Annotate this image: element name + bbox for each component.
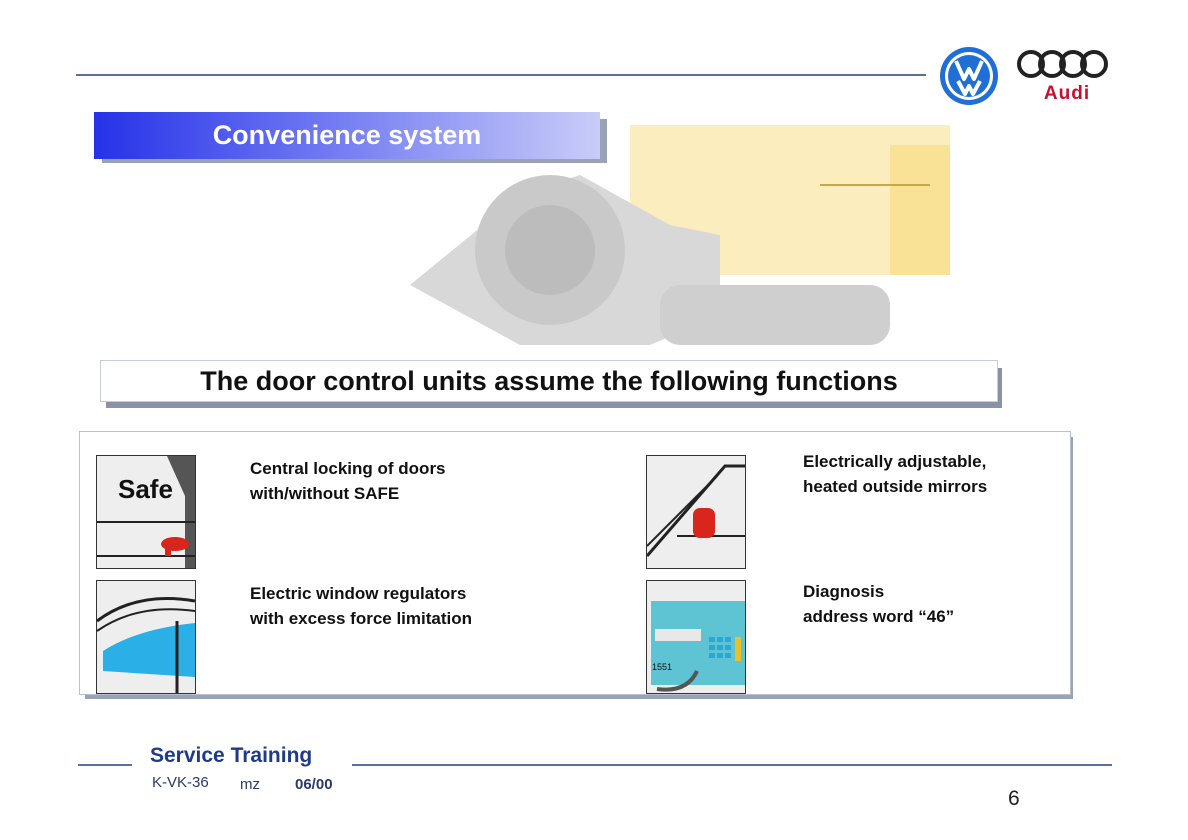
function-label-central-locking: Central locking of doors with/without SA… xyxy=(250,456,550,506)
function-label-line: Central locking of doors xyxy=(250,459,446,478)
function-label-line: heated outside mirrors xyxy=(803,477,988,496)
function-label-line: Diagnosis xyxy=(803,582,885,601)
functions-panel xyxy=(79,431,1071,695)
footer-rule-right xyxy=(352,764,1112,766)
tester-model-text: 1551 xyxy=(652,662,673,672)
safe-text: Safe xyxy=(118,474,173,504)
audi-rings-icon xyxy=(1017,50,1108,78)
diagnostic-tester-icon xyxy=(646,580,746,694)
function-label-line: Electrically adjustable, xyxy=(803,452,987,471)
footer-author: mz xyxy=(240,776,260,793)
regulator-motor-illustration xyxy=(410,125,950,345)
footer-code: K-VK-36 xyxy=(152,774,209,791)
slide-title: Convenience system xyxy=(94,112,600,159)
function-label-line: Electric window regulators xyxy=(250,584,467,603)
footer-rule-left xyxy=(78,764,132,766)
footer-date: 06/00 xyxy=(295,776,333,793)
function-label-line: with/without SAFE xyxy=(250,484,400,503)
function-label-window-regulators: Electric window regulators with excess f… xyxy=(250,581,570,631)
function-label-line: address word “46” xyxy=(803,607,955,626)
slide-subtitle: The door control units assume the follow… xyxy=(100,360,998,402)
footer-title: Service Training xyxy=(150,744,313,767)
audi-wordmark: Audi xyxy=(1043,83,1091,104)
function-label-mirrors: Electrically adjustable, heated outside … xyxy=(803,449,1103,499)
vw-logo-icon xyxy=(940,47,998,105)
side-mirror-icon xyxy=(646,455,746,569)
safe-door-lock-icon xyxy=(96,455,196,569)
page-number: 6 xyxy=(1008,787,1020,810)
window-regulator-icon xyxy=(96,580,196,694)
header-rule xyxy=(76,74,926,76)
function-label-diagnosis: Diagnosis address word “46” xyxy=(803,579,1103,629)
audi-logo: Audi xyxy=(1015,48,1110,106)
function-label-line: with excess force limitation xyxy=(250,609,473,628)
